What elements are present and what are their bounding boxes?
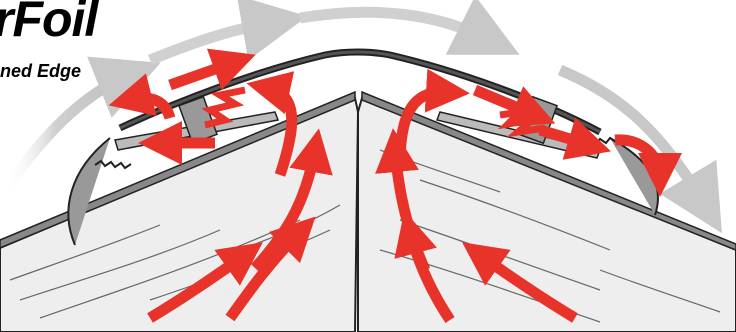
gray-arrow-left-lower: [0, 56, 161, 194]
red-arrow-left-up: [108, 73, 176, 120]
red-arrow-bottom-left-2: [225, 216, 316, 322]
title-main: rFoil: [0, 0, 98, 47]
red-arrow-bottom-right-1: [462, 242, 578, 323]
vent-left-edge-teeth: [94, 159, 132, 170]
red-arrow-right-inner: [538, 117, 612, 160]
red-arrow-left-wave: [201, 86, 246, 129]
red-arrow-right-vertical: [375, 128, 431, 273]
vent-left-flap: [67, 137, 111, 246]
red-arrow-left-curl: [246, 71, 298, 177]
red-arrow-right-curl: [394, 68, 470, 166]
red-arrow-bottom-left-1: [147, 242, 263, 323]
gray-arrow-right: [557, 64, 722, 234]
gray-arrow-left-upper: [147, 0, 308, 66]
red-arrow-left-top: [168, 48, 256, 91]
red-arrow-left-vertical: [250, 128, 333, 272]
red-arrow-right-exit: [614, 134, 682, 197]
roof-right-board: [357, 90, 736, 332]
red-arrow-right-wave: [497, 106, 546, 138]
inner-airflow-arrows: [108, 48, 682, 324]
gray-arrow-top: [299, 0, 520, 55]
title-subtitle: ned Edge: [0, 61, 82, 81]
